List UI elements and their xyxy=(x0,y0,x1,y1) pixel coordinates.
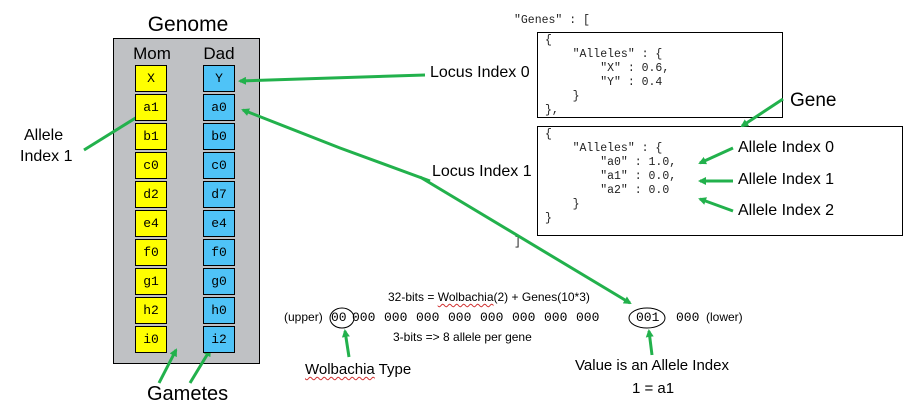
bits-header: 32-bits = Wolbachia(2) + Genes(10*3) xyxy=(388,290,590,304)
mom-allele-cell: h2 xyxy=(135,297,167,324)
gene-1-json-line: { xyxy=(545,128,552,141)
gene-1-json-line: "Alleles" : { xyxy=(545,142,663,155)
gene-0-json-line: }, xyxy=(545,104,559,117)
mom-allele-cell: g1 xyxy=(135,268,167,295)
dad-allele-cell: i2 xyxy=(203,326,235,353)
gene-0-json-line: "X" : 0.6, xyxy=(545,62,670,75)
genes-array-close: ] xyxy=(514,236,521,249)
arrow-to-allele-bits xyxy=(419,175,632,305)
allele-index-2-right-label: Allele Index 2 xyxy=(738,202,835,219)
arrow-allele-index-2-right xyxy=(698,197,734,213)
genes-array-open: "Genes" : [ xyxy=(514,14,590,27)
mom-column-header: Mom xyxy=(133,44,171,63)
gene-0-json-line: { xyxy=(545,34,552,47)
gene-0-box xyxy=(537,32,783,118)
allele-index-1-label-line1: Allele xyxy=(24,127,64,144)
genome-title: Genome xyxy=(147,13,229,36)
gene-1-json-line: "a2" : 0.0 xyxy=(545,184,670,197)
wolbachia-type-suffix: Type xyxy=(374,361,412,378)
dad-allele-cell: c0 xyxy=(203,152,235,179)
dad-allele-cell: b0 xyxy=(203,123,235,150)
arrow-locus-0 xyxy=(238,73,426,85)
mom-allele-cell: c0 xyxy=(135,152,167,179)
bits-upper-label: (upper) xyxy=(284,310,323,324)
gene-bit-group: 000 xyxy=(544,310,568,325)
mom-allele-cell: f0 xyxy=(135,239,167,266)
gene-bit-group: 001 xyxy=(636,310,660,325)
gene-bit-group: 000 xyxy=(384,310,408,325)
wolbachia-bits: 00 xyxy=(331,310,347,325)
gene-1-json-line: } xyxy=(545,212,552,225)
arrow-gene xyxy=(740,97,784,128)
bits-header-suffix: (2) + Genes(10*3) xyxy=(493,290,590,304)
dad-allele-cell: f0 xyxy=(203,239,235,266)
gene-0-json-line: "Alleles" : { xyxy=(545,48,663,61)
wolbachia-type-word: Wolbachia xyxy=(305,361,375,378)
allele-index-1-label-line2: Index 1 xyxy=(20,148,73,165)
arrow-allele-index-1 xyxy=(83,112,144,152)
value-allele-index-line1: Value is an Allele Index xyxy=(575,357,729,374)
bits-header-wolbachia: Wolbachia xyxy=(437,290,494,304)
locus-index-0-label: Locus Index 0 xyxy=(430,64,530,81)
arrow-value-allele-index xyxy=(645,329,654,356)
gene-0-json-line: "Y" : 0.4 xyxy=(545,76,663,89)
gene-1-json-line: "a0" : 1.0, xyxy=(545,156,677,169)
mom-allele-cell: b1 xyxy=(135,123,167,150)
mom-allele-cell: a1 xyxy=(135,94,167,121)
locus-index-1-label: Locus Index 1 xyxy=(432,163,532,180)
gene-bit-group: 000 xyxy=(576,310,600,325)
bits-header-prefix: 32-bits = xyxy=(388,290,438,304)
mom-allele-cell: X xyxy=(135,65,167,92)
gene-0-json-line: } xyxy=(545,90,580,103)
dad-allele-cell: e4 xyxy=(203,210,235,237)
bits-note: 3-bits => 8 allele per gene xyxy=(393,330,532,344)
dad-allele-cell: h0 xyxy=(203,297,235,324)
arrow-wolbachia-type xyxy=(341,329,351,358)
gene-bit-group: 000 xyxy=(480,310,504,325)
arrow-gametes-mom xyxy=(157,348,178,384)
wolbachia-type-label: Wolbachia Type xyxy=(305,361,411,378)
gene-1-json-line: "a1" : 0.0, xyxy=(545,170,677,183)
arrow-locus-1 xyxy=(241,108,431,183)
gene-bit-group: 000 xyxy=(448,310,472,325)
gametes-label: Gametes xyxy=(147,383,229,405)
gene-label: Gene xyxy=(790,90,837,111)
gene-bit-group: 000 xyxy=(352,310,376,325)
arrow-gametes-dad xyxy=(188,348,212,384)
value-allele-index-line2: 1 = a1 xyxy=(632,380,675,397)
gene-1-json-line: } xyxy=(545,198,580,211)
gene-bit-group: 000 xyxy=(512,310,536,325)
dad-allele-cell: Y xyxy=(203,65,235,92)
dad-allele-cell: a0 xyxy=(203,94,235,121)
allele-index-1-right-label: Allele Index 1 xyxy=(738,171,835,188)
bits-lower-label: (lower) xyxy=(706,310,743,324)
wolbachia-bits-ellipse xyxy=(329,307,355,329)
mom-allele-cell: e4 xyxy=(135,210,167,237)
allele-bits-ellipse xyxy=(628,307,666,329)
mom-allele-cell: i0 xyxy=(135,326,167,353)
dad-allele-cell: g0 xyxy=(203,268,235,295)
dad-column-header: Dad xyxy=(203,44,235,63)
mom-allele-cell: d2 xyxy=(135,181,167,208)
gene-bit-group: 000 xyxy=(416,310,440,325)
gene-bit-group: 000 xyxy=(676,310,700,325)
dad-allele-cell: d7 xyxy=(203,181,235,208)
arrow-allele-index-0 xyxy=(698,146,734,165)
allele-index-0-right-label: Allele Index 0 xyxy=(738,139,835,156)
